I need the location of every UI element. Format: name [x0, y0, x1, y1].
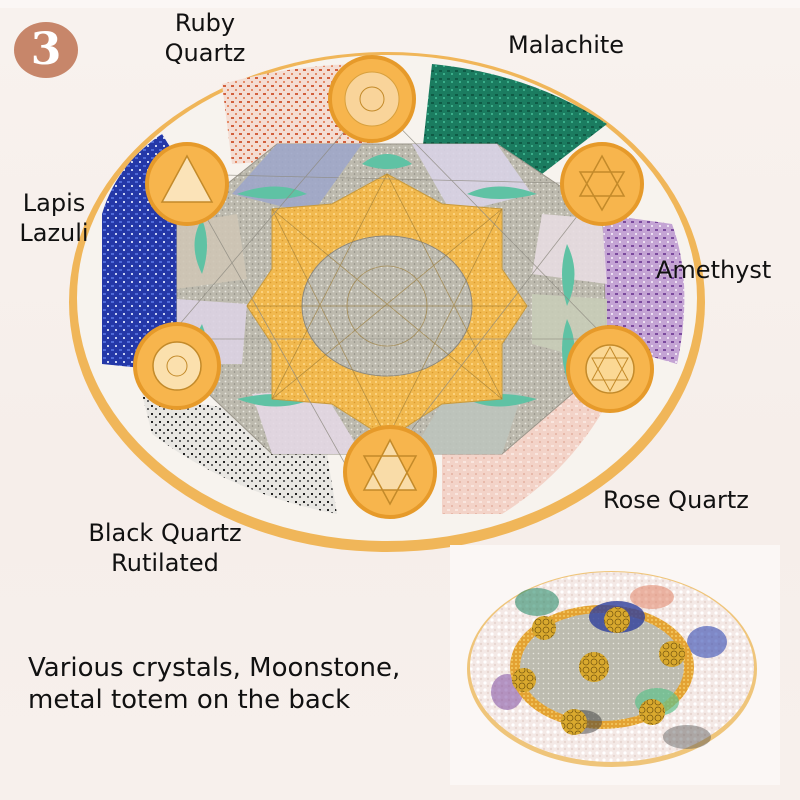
crystal-grid-plate-photo [62, 44, 712, 554]
label-black-quartz-rutilated: Black Quartz Rutilated [70, 518, 260, 578]
inset-plate-illustration [467, 571, 757, 767]
label-amethyst: Amethyst [656, 256, 772, 284]
caption-line1: Various crystals, Moonstone, [28, 653, 401, 683]
label-lapis-lazuli-line2: Lazuli [19, 219, 89, 247]
sector-amethyst [602, 214, 685, 364]
disc-top-right [560, 142, 644, 226]
step-number-badge: 3 [14, 22, 78, 78]
top-strip [0, 0, 800, 8]
orgonite-discs [133, 55, 654, 519]
label-ruby-quartz: Ruby Quartz [150, 8, 260, 68]
label-lapis-lazuli-line1: Lapis [22, 189, 86, 217]
label-malachite: Malachite [508, 31, 625, 59]
label-ruby-quartz-line2: Quartz [164, 39, 246, 67]
label-black-quartz-line2: Rutilated [111, 549, 219, 577]
step-number: 3 [30, 24, 62, 75]
disc-right [566, 325, 654, 413]
metatron-lines [166, 98, 608, 495]
label-black-quartz-line1: Black Quartz [88, 519, 242, 547]
label-rose-quartz: Rose Quartz [603, 486, 749, 514]
label-ruby-quartz-line1: Ruby [174, 9, 236, 37]
flower-of-life-medallions [512, 607, 685, 735]
disc-top [328, 55, 416, 143]
caption-line2: metal totem on the back [28, 685, 351, 715]
golden-star-ring [246, 173, 528, 440]
inset-plate-back-photo [462, 562, 762, 772]
crystal-grid-plate-illustration [69, 52, 705, 552]
disc-bottom [343, 425, 437, 519]
label-lapis-lazuli: Lapis Lazuli [4, 188, 104, 248]
caption: Various crystals, Moonstone, metal totem… [28, 652, 400, 716]
disc-left [133, 322, 221, 410]
disc-top-left [145, 142, 229, 226]
